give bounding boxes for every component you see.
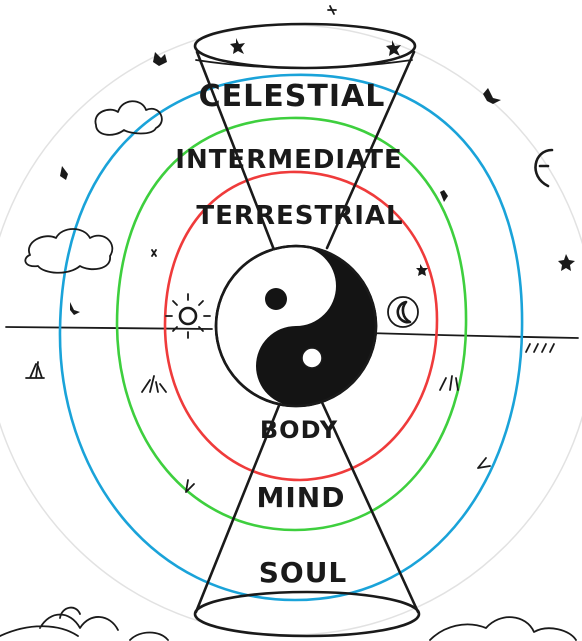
horizon-line-right — [368, 333, 578, 338]
star-icon — [558, 254, 575, 271]
moon-icon — [388, 297, 418, 327]
label-intermediate: INTERMEDIATE — [175, 145, 402, 175]
yin-yang-icon — [216, 246, 376, 406]
grass-icon — [142, 376, 166, 392]
label-soul: SOUL — [259, 556, 348, 589]
star-icon — [70, 302, 80, 315]
sun-icon — [166, 294, 210, 338]
grass-icon — [186, 480, 194, 492]
label-body: BODY — [260, 416, 338, 444]
crescent-icon — [536, 150, 552, 186]
star-icon — [328, 6, 336, 14]
star-icon — [152, 250, 156, 256]
star-icon — [416, 264, 428, 276]
star-icon — [60, 166, 68, 180]
star-icon — [440, 190, 448, 202]
star-icon — [483, 88, 501, 104]
flower-icon — [430, 617, 576, 640]
label-terrestrial: TERRESTRIAL — [196, 201, 403, 231]
label-mind: MIND — [257, 481, 346, 514]
label-celestial: CELESTIAL — [199, 79, 386, 114]
grass-icon — [478, 458, 490, 468]
star-icon — [230, 38, 245, 54]
horizon-line — [6, 327, 212, 329]
grass-icon — [440, 376, 458, 390]
flower-icon — [0, 608, 168, 640]
grass-icon — [526, 344, 554, 352]
grass-icon — [26, 362, 44, 378]
upper-cone-rim — [195, 24, 415, 68]
